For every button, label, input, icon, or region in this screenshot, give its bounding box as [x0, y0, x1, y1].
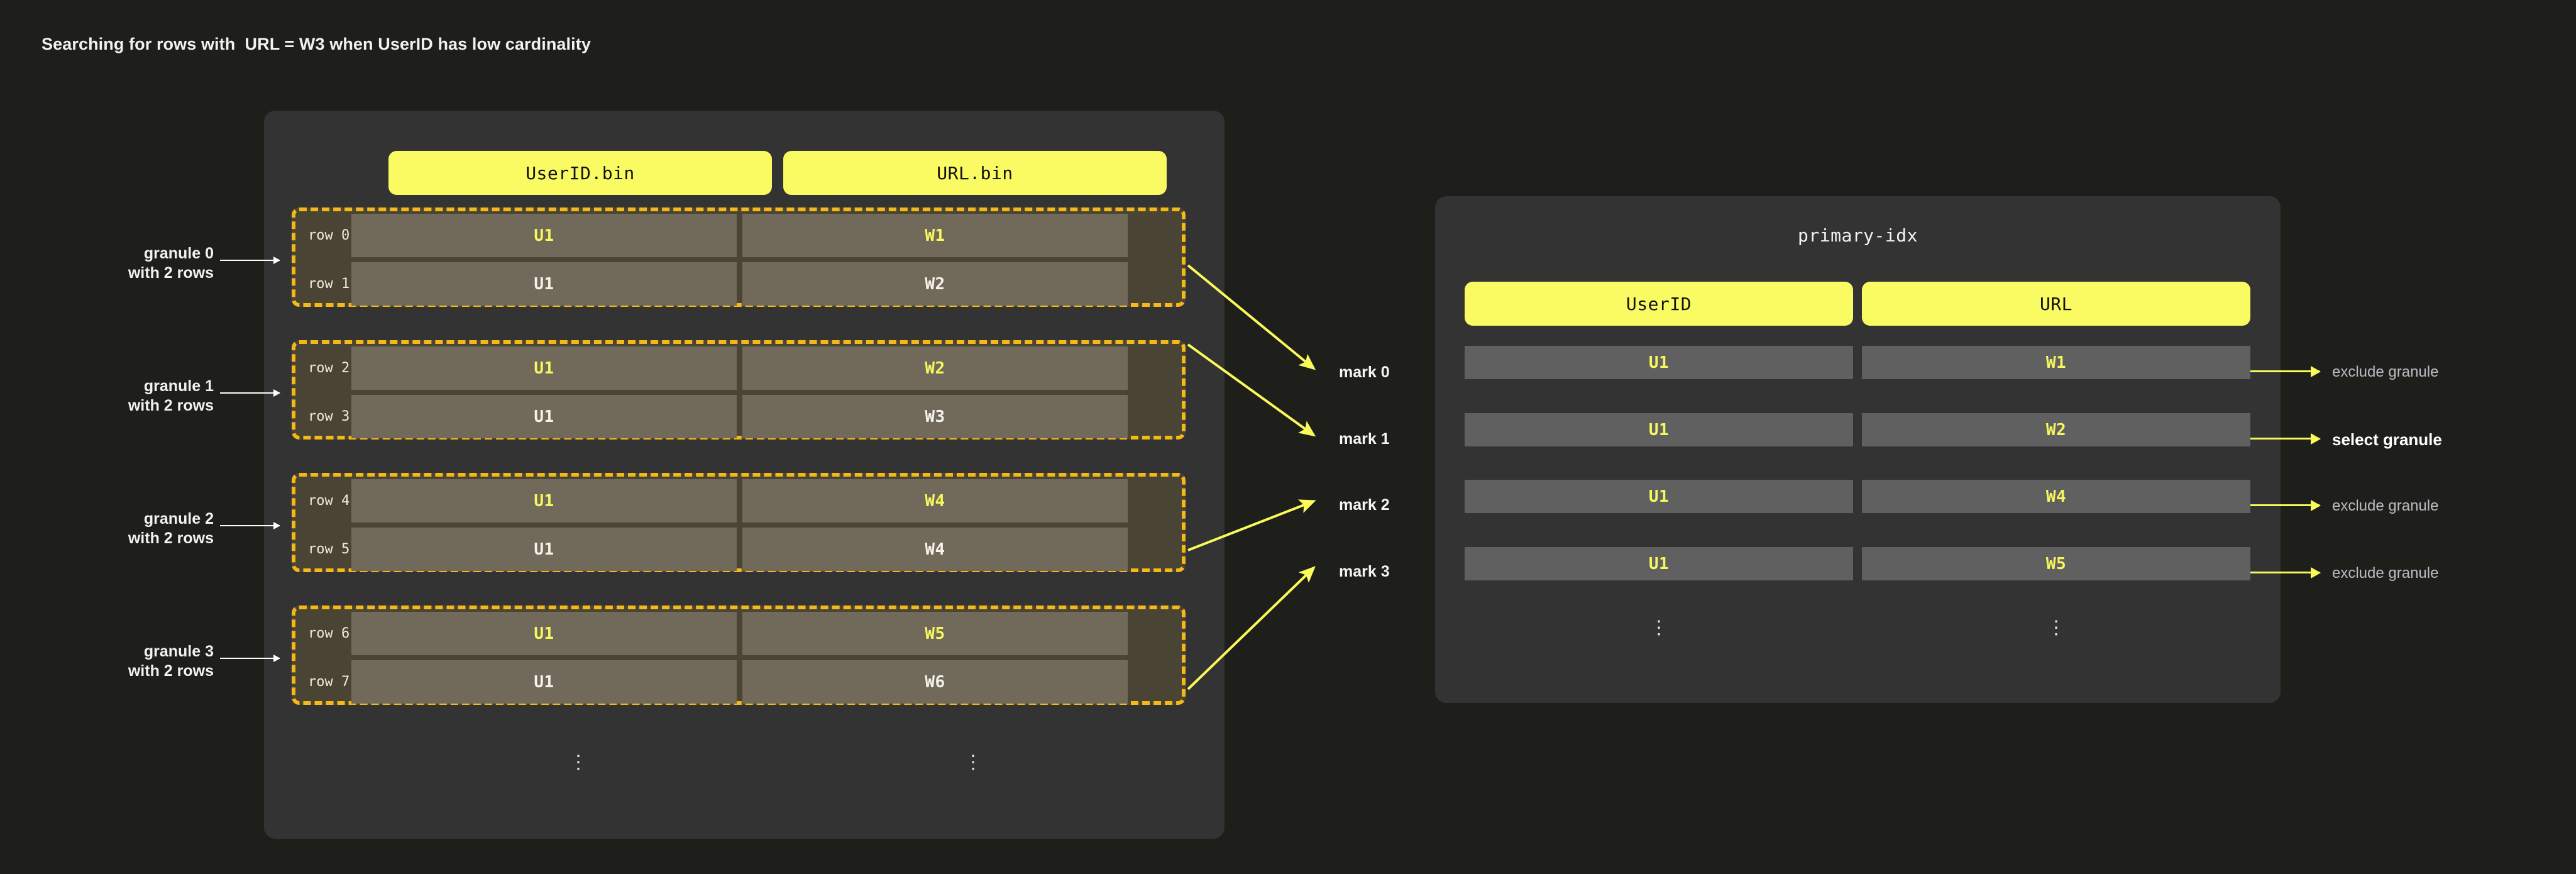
arrow-right-icon: [2250, 433, 2321, 445]
mark-label-2: mark 2: [1339, 496, 1390, 514]
page-title: Searching for rows with URL = W3 when Us…: [41, 35, 591, 53]
mark-label-0: mark 0: [1339, 363, 1390, 381]
primary-index-panel: [1435, 196, 2281, 703]
arrow-right-icon: [2250, 567, 2321, 578]
index-cell-userid: U1: [1465, 547, 1853, 580]
granule-block-0[interactable]: row 0 U1 W1 row 1 U1 W2: [292, 207, 1186, 307]
index-cell-url: W2: [1862, 413, 2250, 446]
table-row: row 7 U1 W6: [295, 660, 1182, 704]
arrow-right-icon: [220, 257, 280, 264]
cell-userid: U1: [351, 262, 737, 306]
table-row: row 0 U1 W1: [295, 214, 1182, 257]
granule-block-3[interactable]: row 6 U1 W5 row 7 U1 W6: [292, 606, 1186, 705]
index-cell-userid: U1: [1465, 346, 1853, 379]
table-row: row 5 U1 W4: [295, 528, 1182, 571]
index-cell-userid: U1: [1465, 480, 1853, 513]
vertical-ellipsis-icon: ⋮: [2047, 617, 2066, 638]
row-label: row 3: [308, 409, 350, 424]
granule-side-label-2: granule 2 with 2 rows: [128, 510, 214, 548]
arrow-right-icon: [2250, 500, 2321, 511]
cell-userid: U1: [351, 346, 737, 390]
column-header-userid-bin: UserID.bin: [388, 151, 772, 195]
granule-side-label-0: granule 0 with 2 rows: [128, 245, 214, 282]
table-row: row 6 U1 W5: [295, 612, 1182, 655]
mark-label-1: mark 1: [1339, 430, 1390, 448]
cell-url: W5: [742, 612, 1128, 655]
table-row: row 3 U1 W3: [295, 395, 1182, 438]
vertical-ellipsis-icon: ⋮: [1649, 617, 1668, 638]
verdict-label-1: select granule: [2332, 430, 2442, 449]
index-cell-userid: U1: [1465, 413, 1853, 446]
arrow-right-icon: [220, 655, 280, 662]
row-label: row 0: [308, 228, 350, 243]
vertical-ellipsis-icon: ⋮: [964, 752, 983, 773]
granule-side-label-1: granule 1 with 2 rows: [128, 377, 214, 415]
arrow-right-icon: [220, 522, 280, 529]
cell-url: W2: [742, 262, 1128, 306]
cell-url: W4: [742, 528, 1128, 571]
granule-block-1[interactable]: row 2 U1 W2 row 3 U1 W3: [292, 340, 1186, 440]
cell-userid: U1: [351, 528, 737, 571]
row-label: row 6: [308, 626, 350, 641]
arrow-right-icon: [2250, 366, 2321, 377]
mark-label-3: mark 3: [1339, 563, 1390, 580]
cell-userid: U1: [351, 479, 737, 523]
row-label: row 1: [308, 276, 350, 292]
row-label: row 2: [308, 360, 350, 376]
arrow-right-icon: [220, 389, 280, 397]
cell-url: W2: [742, 346, 1128, 390]
cell-url: W4: [742, 479, 1128, 523]
row-label: row 5: [308, 541, 350, 557]
index-cell-url: W4: [1862, 480, 2250, 513]
cell-userid: U1: [351, 660, 737, 704]
cell-url: W6: [742, 660, 1128, 704]
cell-url: W1: [742, 214, 1128, 257]
verdict-label-0: exclude granule: [2332, 363, 2439, 380]
table-row: row 4 U1 W4: [295, 479, 1182, 523]
cell-userid: U1: [351, 214, 737, 257]
index-column-header-url: URL: [1862, 282, 2250, 326]
index-cell-url: W5: [1862, 547, 2250, 580]
index-column-header-userid: UserID: [1465, 282, 1853, 326]
table-row: row 2 U1 W2: [295, 346, 1182, 390]
cell-userid: U1: [351, 612, 737, 655]
row-label: row 4: [308, 493, 350, 509]
cell-userid: U1: [351, 395, 737, 438]
verdict-label-3: exclude granule: [2332, 565, 2439, 582]
cell-url: W3: [742, 395, 1128, 438]
column-header-url-bin: URL.bin: [783, 151, 1167, 195]
table-row: row 1 U1 W2: [295, 262, 1182, 306]
granule-block-2[interactable]: row 4 U1 W4 row 5 U1 W4: [292, 473, 1186, 572]
granule-side-label-3: granule 3 with 2 rows: [128, 643, 214, 680]
vertical-ellipsis-icon: ⋮: [569, 752, 588, 773]
index-cell-url: W1: [1862, 346, 2250, 379]
primary-index-title: primary-idx: [1798, 225, 1918, 246]
verdict-label-2: exclude granule: [2332, 497, 2439, 514]
row-label: row 7: [308, 674, 350, 690]
